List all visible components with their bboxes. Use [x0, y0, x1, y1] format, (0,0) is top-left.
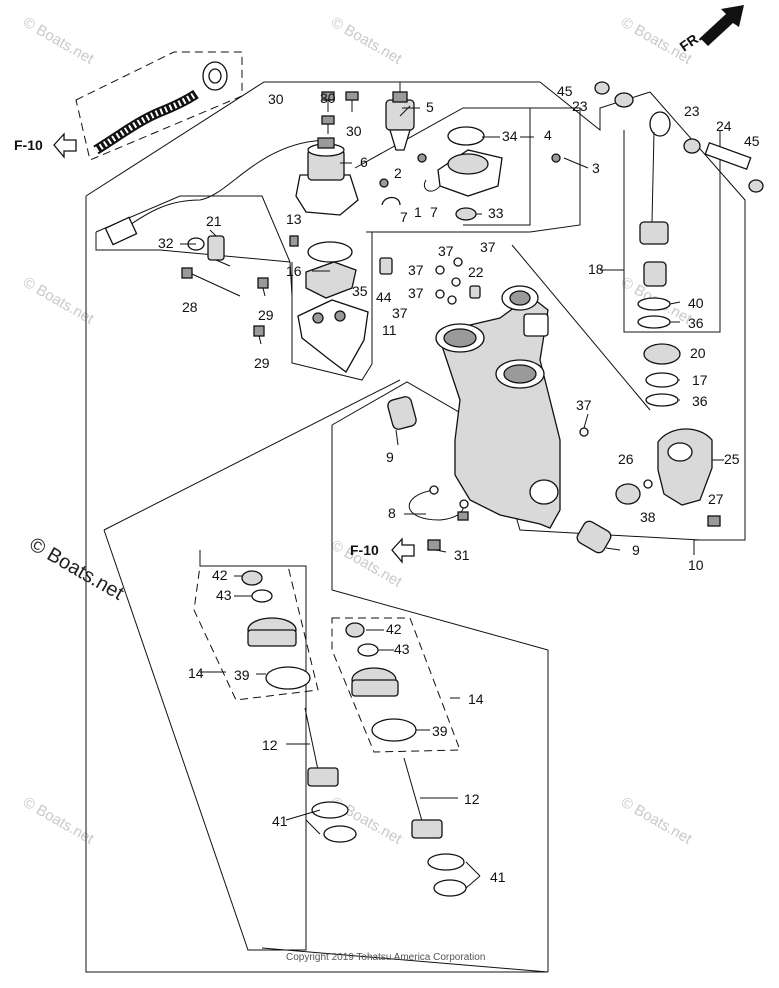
watermark-side: © Boats.net [26, 533, 128, 605]
orings-37 [435, 257, 589, 437]
watermark: © Boats.net [328, 14, 405, 68]
left-arrow-icon [391, 537, 415, 564]
hose [75, 51, 243, 161]
part-label: 36 [688, 315, 704, 331]
piston-parts [643, 343, 681, 407]
part-label: 12 [262, 737, 278, 753]
bolts-30 [321, 91, 359, 134]
part-label: 14 [188, 665, 204, 681]
ref-center: F-10 [350, 542, 379, 558]
bolt-28 [181, 267, 241, 297]
bolts-29 [253, 277, 269, 345]
plugs-9 [387, 396, 612, 554]
ground-wire [408, 485, 469, 551]
watermark: © Boats.net [20, 14, 97, 68]
part-label: 32 [158, 235, 174, 251]
leader-lines [180, 105, 724, 889]
part-label: 16 [286, 263, 302, 279]
part-label: 37 [408, 285, 424, 301]
valve-21 [187, 235, 231, 267]
part-label: 37 [576, 397, 592, 413]
watermark: © Boats.net [618, 794, 695, 848]
part-label: 3 [592, 160, 600, 176]
part-label: 45 [744, 133, 760, 149]
part-label: 22 [468, 264, 484, 280]
part-label: 17 [692, 372, 708, 388]
part-label: 23 [572, 98, 588, 114]
part-label: 37 [480, 239, 496, 255]
part-label: 4 [544, 127, 552, 143]
tilt-motor [104, 137, 359, 246]
part-label: 18 [588, 261, 604, 277]
part-label: 45 [557, 83, 573, 99]
part-label: 6 [360, 154, 368, 170]
part-label: 41 [490, 869, 506, 885]
part-label: 39 [234, 667, 250, 683]
part-label: 37 [408, 262, 424, 278]
left-arrow-icon [53, 132, 77, 159]
part-label: 33 [488, 205, 504, 221]
part-label: 26 [618, 451, 634, 467]
part-label: 44 [376, 289, 392, 305]
part-label: 8 [388, 505, 396, 521]
part-label: 2 [394, 165, 402, 181]
part-label: 1 [414, 204, 422, 220]
rod-18 [637, 111, 671, 329]
part-label: 29 [254, 355, 270, 371]
part-label: 30 [346, 123, 362, 139]
cylinder-body [435, 285, 561, 529]
part-label: 5 [426, 99, 434, 115]
part-label: 24 [716, 118, 732, 134]
part-label: 43 [394, 641, 410, 657]
pin-parts [594, 81, 764, 193]
part-label: 29 [258, 307, 274, 323]
part-label: 36 [692, 393, 708, 409]
part-label: 14 [468, 691, 484, 707]
part-label: 37 [438, 243, 454, 259]
part-label: 35 [352, 283, 368, 299]
part-label: 43 [216, 587, 232, 603]
part-label: 38 [640, 509, 656, 525]
part-label: 40 [688, 295, 704, 311]
part-label: 28 [182, 299, 198, 315]
reservoir-parts [379, 126, 561, 221]
part-label: 12 [464, 791, 480, 807]
part-label: 21 [206, 213, 222, 229]
part-label: 7 [430, 204, 438, 220]
copyright: Copyright 2019 Tohatsu America Corporati… [286, 952, 485, 963]
part-labels: 30 30 30 5 34 4 3 6 2 1 7 7 33 45 23 23 … [158, 83, 760, 885]
part-label: 10 [688, 557, 704, 573]
part-label: 9 [632, 542, 640, 558]
part-label: 23 [684, 103, 700, 119]
part-label: 37 [392, 305, 408, 321]
part-label: 42 [212, 567, 228, 583]
part-label: 39 [432, 723, 448, 739]
part-label: 42 [386, 621, 402, 637]
lower-assembly-left [193, 565, 357, 843]
part-label: 31 [454, 547, 470, 563]
part-label: 20 [690, 345, 706, 361]
part-label: 34 [502, 128, 518, 144]
valve-block-11 [289, 235, 393, 373]
part-label: 30 [268, 91, 284, 107]
part-label: 27 [708, 491, 724, 507]
part-label: 13 [286, 211, 302, 227]
part-label: 25 [724, 451, 740, 467]
part-label: 41 [272, 813, 288, 829]
part-label: 30 [320, 90, 336, 106]
ref-left: F-10 [14, 137, 43, 153]
fr-arrow-icon [700, 5, 744, 46]
part-label: 11 [382, 322, 397, 338]
lower-assembly-center [331, 617, 467, 897]
cover-25 [615, 428, 721, 527]
part-label: 9 [386, 449, 394, 465]
part-label: 7 [400, 209, 408, 225]
